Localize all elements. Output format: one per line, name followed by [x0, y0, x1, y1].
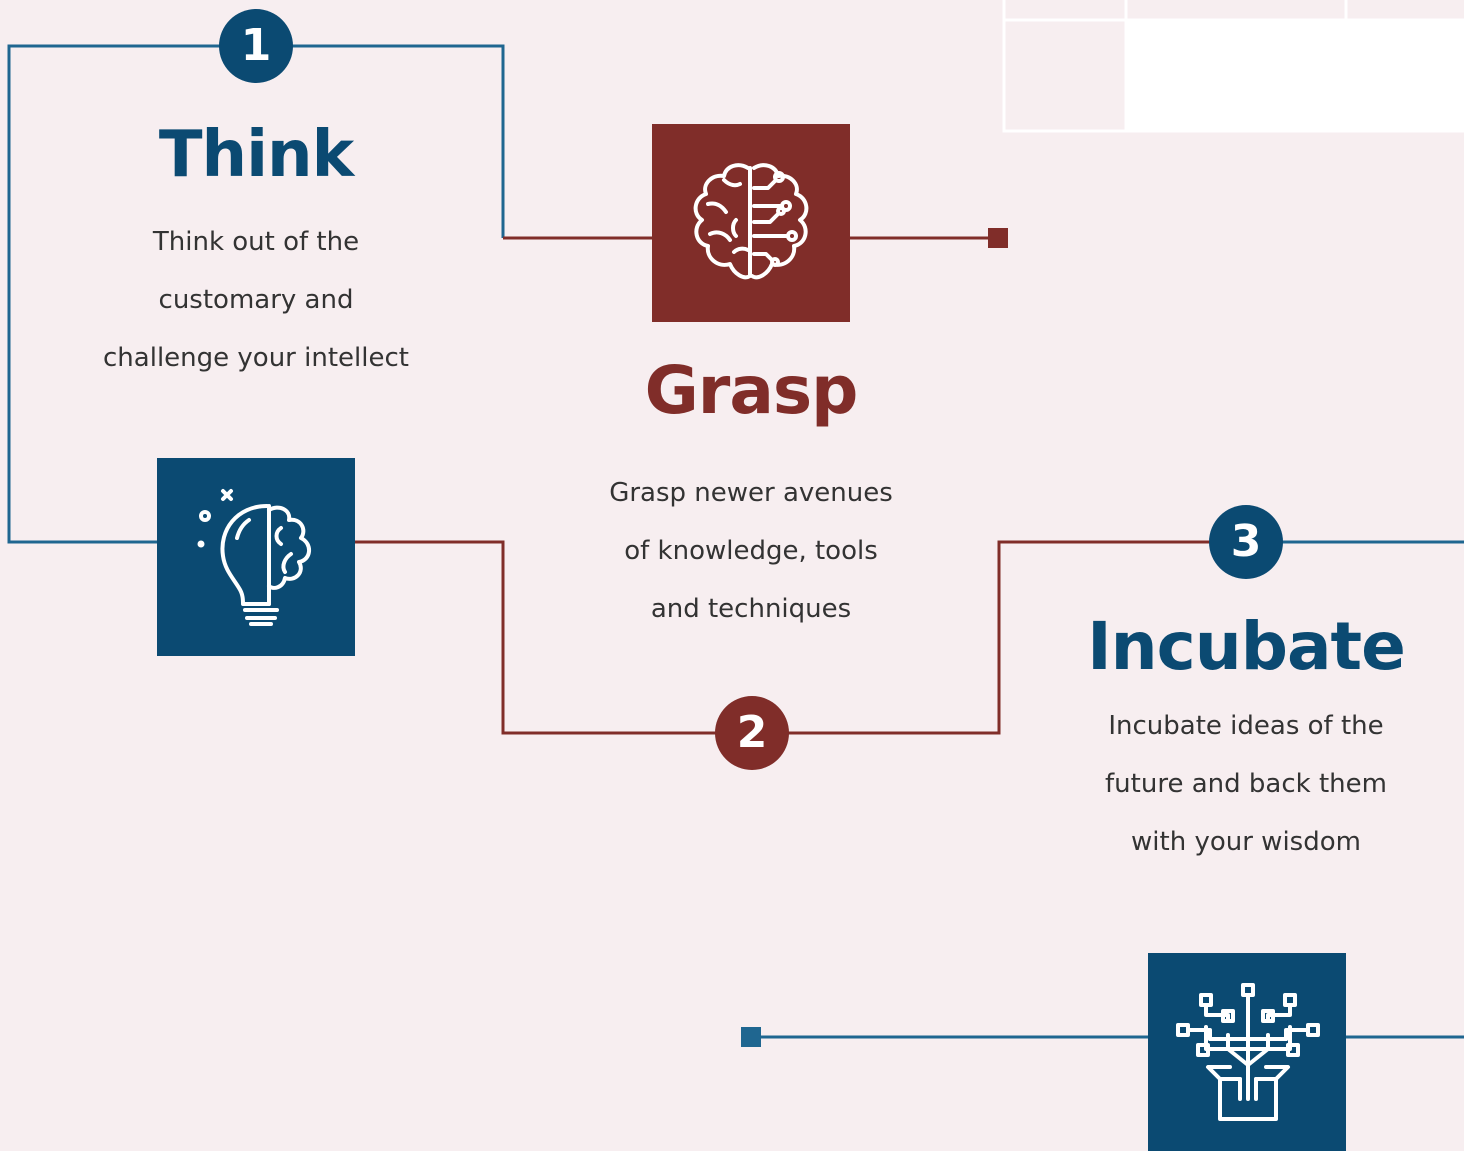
- think-title: Think: [158, 118, 354, 192]
- incubate-description: Incubate ideas of the future and back th…: [1046, 697, 1446, 871]
- brain-circuit-icon: [693, 163, 809, 280]
- think-description-line: customary and: [158, 285, 354, 315]
- think-connector: [7, 44, 220, 544]
- think-to-step2-connector: [355, 540, 716, 735]
- grasp-title: Grasp: [644, 352, 859, 429]
- incubate-title: Incubate: [1087, 608, 1406, 685]
- incubate-end-square: [741, 1027, 761, 1047]
- grasp-description-line: of knowledge, tools: [624, 536, 878, 566]
- think-description-line: challenge your intellect: [103, 343, 409, 373]
- lightbulb-brain-icon: [197, 489, 311, 626]
- grasp-description-line: Grasp newer avenues: [609, 478, 893, 508]
- think-to-grasp-connector: [292, 44, 505, 238]
- decorative-grid-fill: [1127, 21, 1464, 130]
- step-number-1: 1: [219, 9, 293, 83]
- incubate-description-line: Incubate ideas of the: [1108, 711, 1384, 741]
- incubate-description-line: with your wisdom: [1131, 827, 1361, 857]
- think-description: Think out of the customary and challenge…: [56, 213, 456, 387]
- step-number-2: 2: [715, 696, 789, 770]
- step-number-3: 3: [1209, 505, 1283, 579]
- think-description-line: Think out of the: [152, 227, 360, 257]
- incubate-description-line: future and back them: [1105, 769, 1387, 799]
- think-icon-box: [157, 458, 355, 656]
- grasp-icon-box: [652, 124, 850, 322]
- grasp-description-line: and techniques: [650, 594, 852, 624]
- incubate-icon-box: [1148, 953, 1346, 1151]
- box-network-icon: [1176, 983, 1320, 1121]
- step2-right-connector: [788, 540, 1210, 735]
- decorative-grid: [1002, 0, 1464, 133]
- grasp-end-square: [988, 228, 1008, 248]
- grasp-description: Grasp newer avenues of knowledge, tools …: [551, 464, 951, 638]
